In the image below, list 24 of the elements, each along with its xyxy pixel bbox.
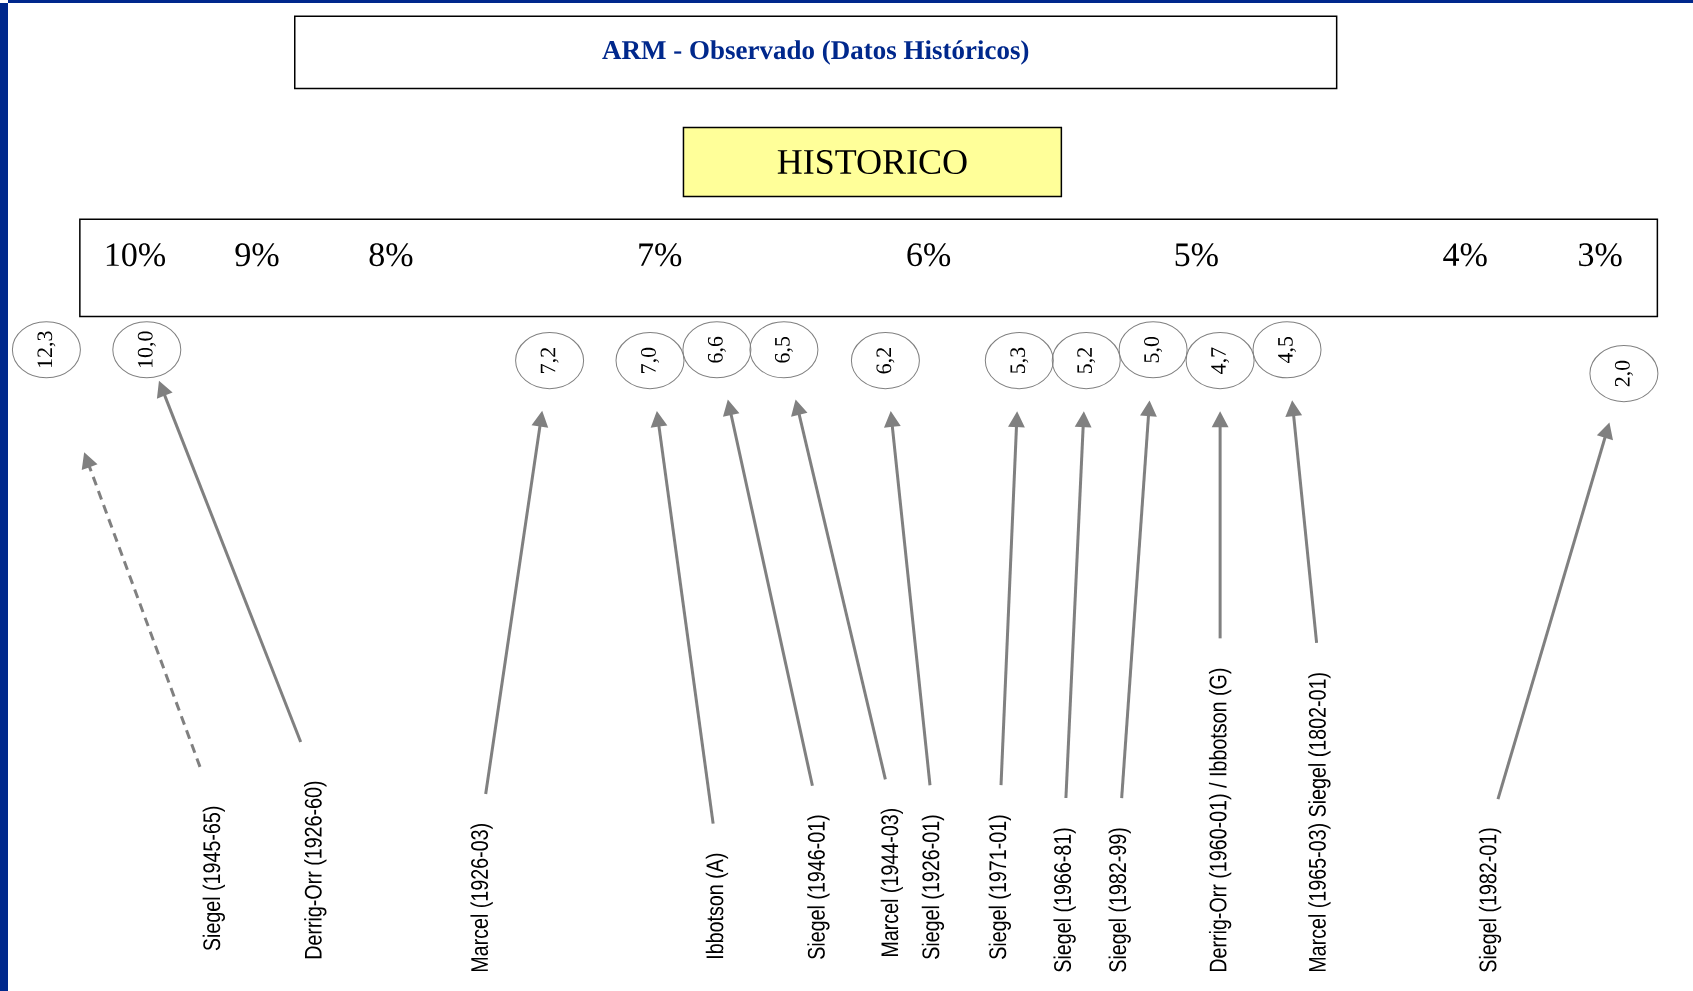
scale-label: 8% bbox=[369, 243, 413, 267]
source-label: Derrig-Orr (1960-01) / Ibbotson (G) bbox=[1208, 668, 1232, 972]
source-label: Ibbotson (A) bbox=[705, 853, 729, 958]
source-label: Siegel (1982-99) bbox=[1108, 828, 1131, 972]
source-label: Siegel (1982-01) bbox=[1478, 828, 1502, 972]
source-label: Marcel (1944-03) bbox=[880, 809, 903, 956]
source-label: Siegel (1946-01) bbox=[807, 815, 830, 959]
title-box: ARM - Observado (Datos Históricos) bbox=[294, 15, 1338, 90]
source-label: Derrig-Orr (1926-60) bbox=[304, 781, 327, 959]
source-label: Marcel (1965-03) Siegel (1802-01) bbox=[1308, 673, 1331, 972]
source-label: Siegel (1966-81) bbox=[1053, 828, 1076, 972]
heading-box: HISTORICO bbox=[682, 126, 1063, 198]
scale-label: 3% bbox=[1579, 243, 1622, 267]
scale-label: 4% bbox=[1443, 243, 1487, 267]
scale-bar bbox=[79, 218, 1659, 318]
scale-label: 9% bbox=[235, 243, 279, 267]
scale-label: 7% bbox=[639, 243, 682, 267]
scale-label: 6% bbox=[907, 243, 951, 267]
source-label: Marcel (1926-03) bbox=[470, 824, 493, 972]
source-label: Siegel (1971-01) bbox=[988, 815, 1011, 959]
source-label: Siegel (1945-65) bbox=[202, 806, 225, 951]
scale-label: 10% bbox=[106, 243, 165, 267]
scale-label: 5% bbox=[1175, 243, 1218, 267]
source-label: Siegel (1926-01) bbox=[921, 815, 945, 959]
